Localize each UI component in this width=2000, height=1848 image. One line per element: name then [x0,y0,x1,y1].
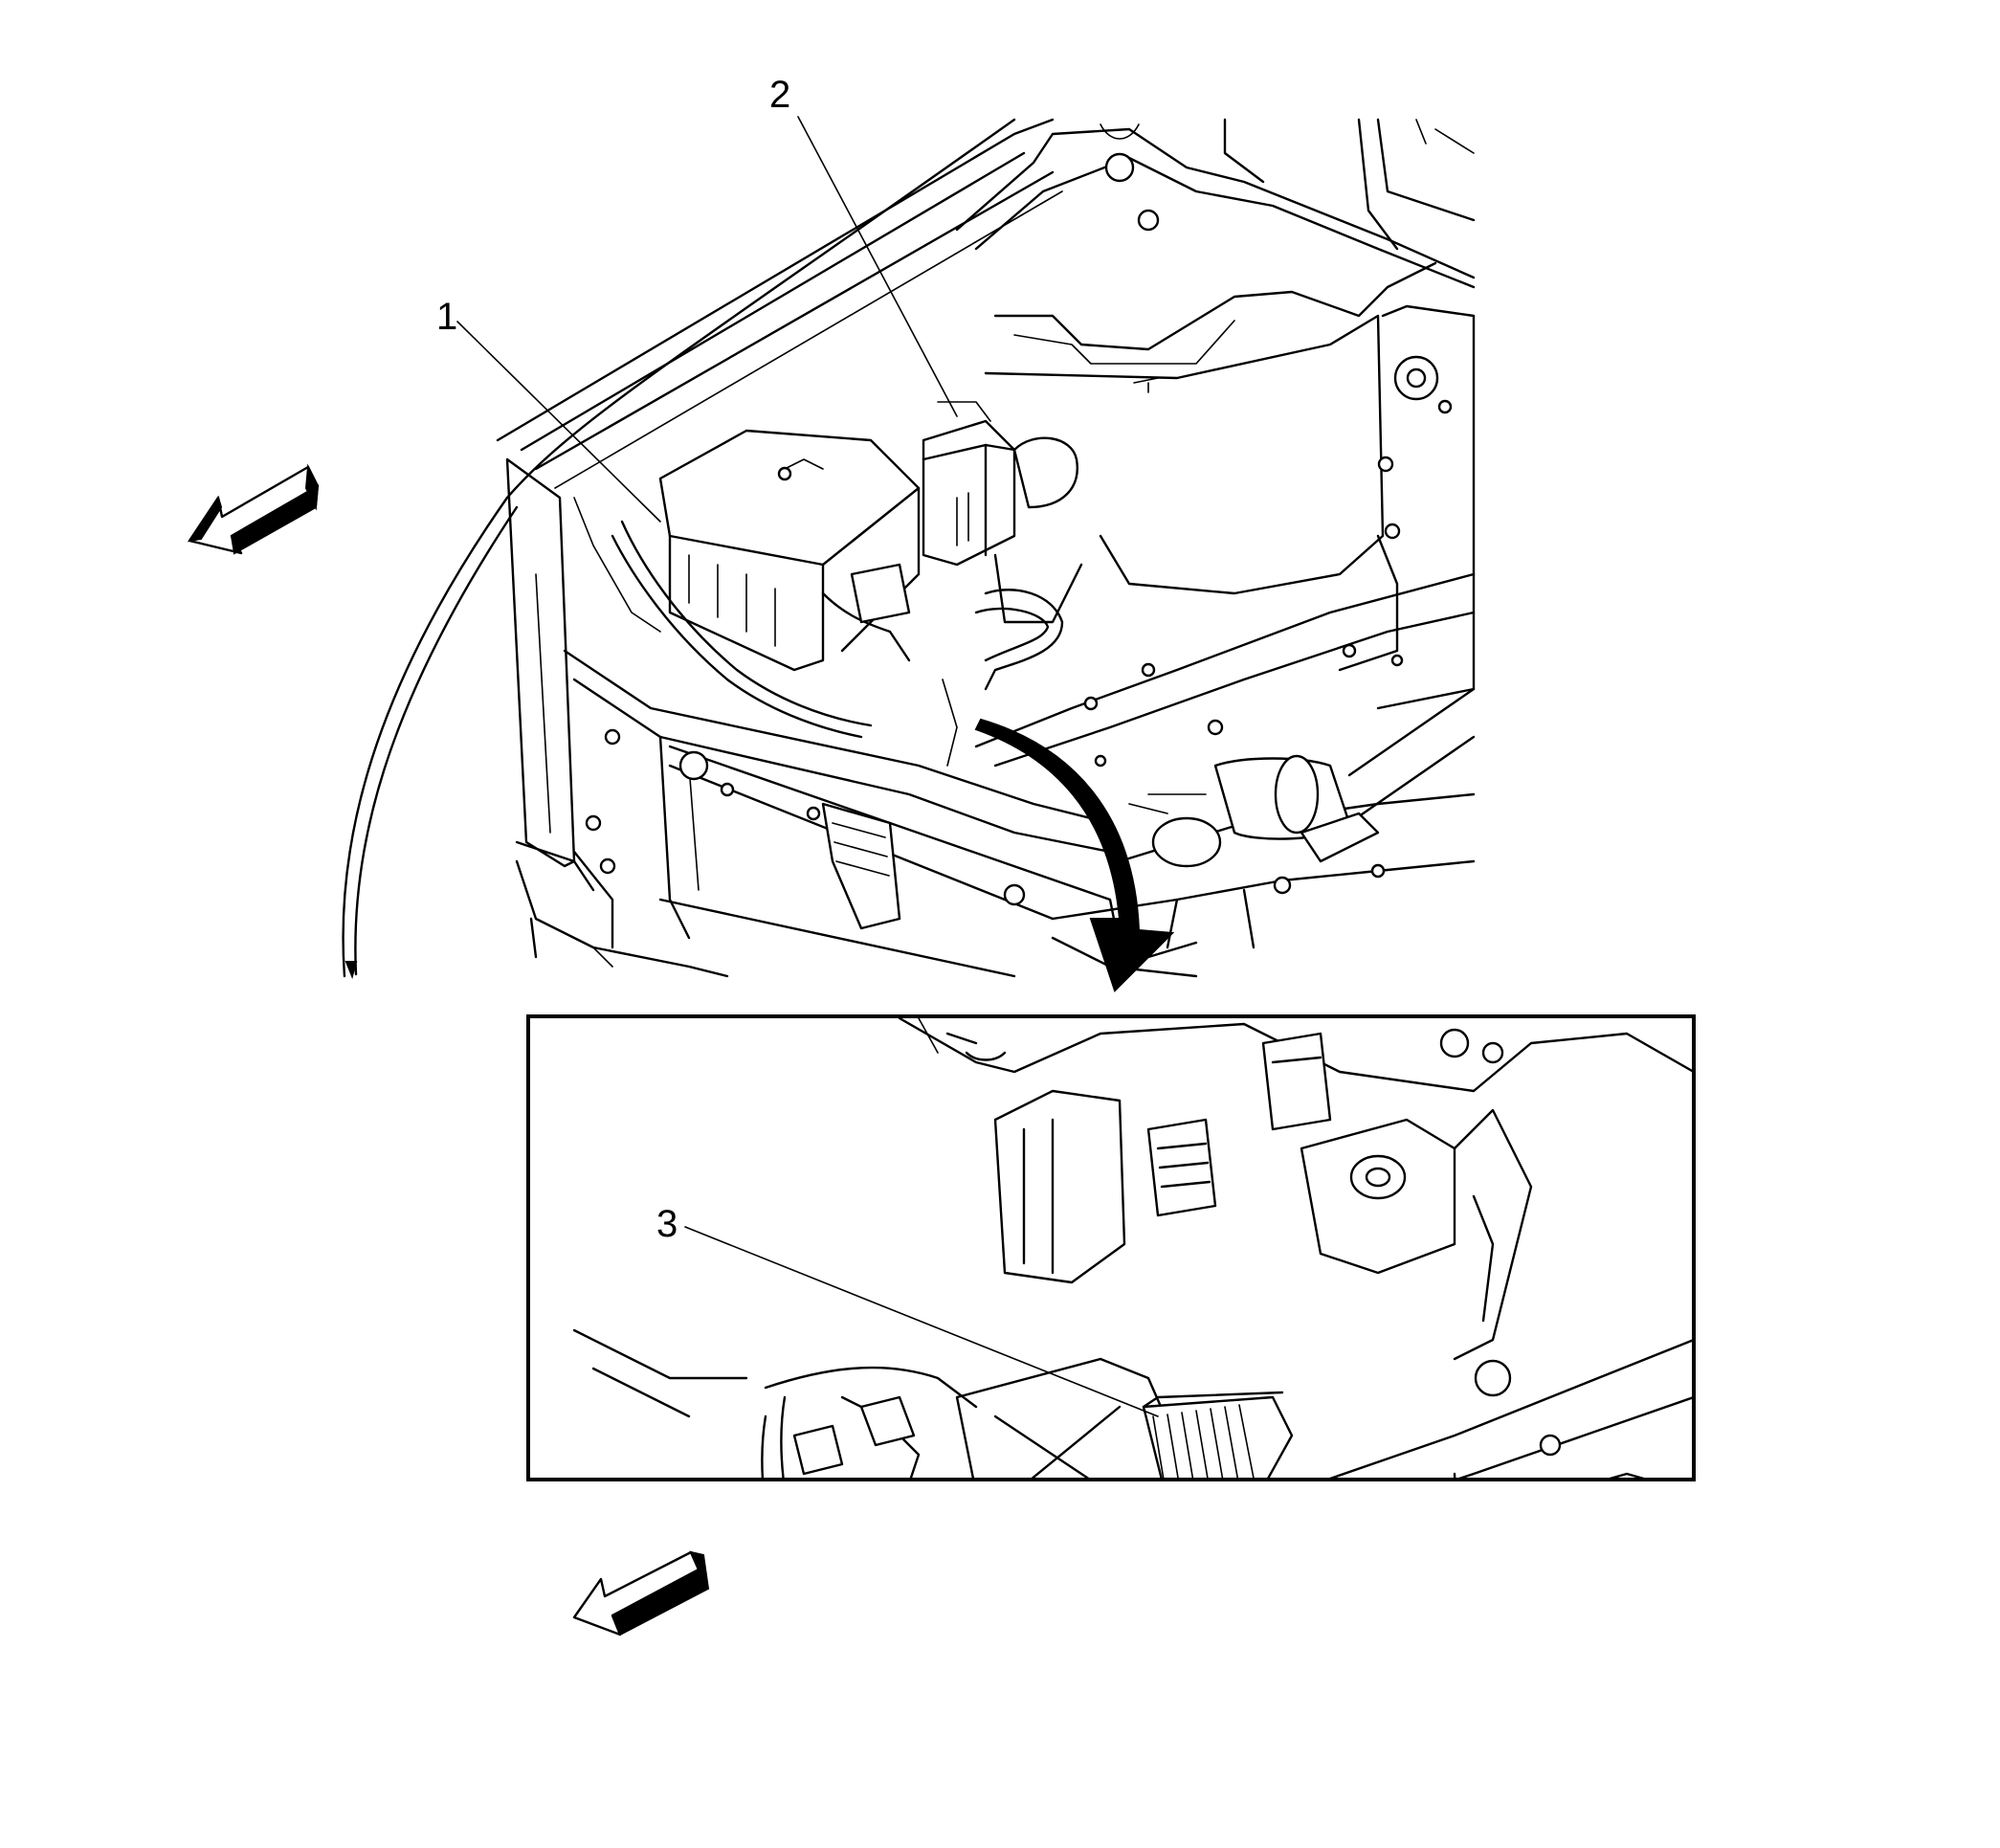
front-direction-arrow-icon [572,1550,710,1636]
control-module [1142,1391,1294,1478]
air-intake-duct [1128,687,1476,868]
callout-3-label: 3 [656,1203,678,1245]
detail-view [526,1014,1696,1636]
radiator-support [515,649,1122,978]
callout-3: 3 [656,1203,1159,1417]
callout-2-label: 2 [769,74,790,116]
harness-and-hoses [573,497,1064,767]
upper-view [187,118,1476,992]
cowl-structure [955,118,1476,365]
front-fascia [344,859,1198,980]
callout-1-label: 1 [436,296,457,338]
underhood-fuse-block [658,429,921,672]
callout-1: 1 [436,296,661,523]
detail-view-arrow-icon [974,718,1175,992]
right-inner-panel [984,304,1476,710]
abs-module-assembly [922,401,1083,624]
fender-outline [342,118,1063,978]
front-direction-arrow-icon [187,463,320,555]
callout-2: 2 [769,74,958,417]
